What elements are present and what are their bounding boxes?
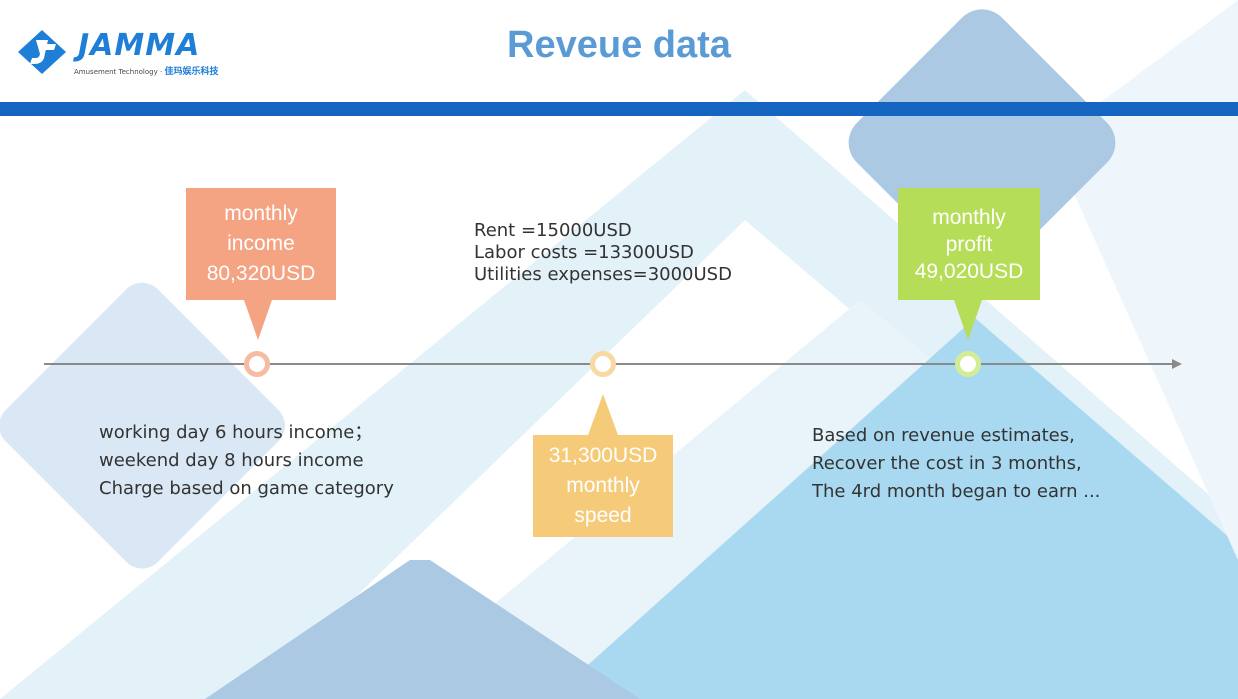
profit-note: Based on revenue estimates, [812, 425, 1075, 446]
timeline-arrowhead [1172, 359, 1182, 369]
jamma-logo-icon [18, 30, 66, 74]
profit-callout-pointer [954, 300, 982, 340]
speed-callout-line: speed [574, 504, 632, 527]
cost-list: Rent =15000USD Labor costs =13300USD Uti… [474, 220, 732, 286]
profit-node [955, 351, 981, 377]
speed-callout-line: monthly [566, 474, 640, 497]
income-node [244, 351, 270, 377]
header-bar [0, 102, 1238, 116]
income-note: Charge based on game category [99, 478, 394, 499]
speed-node [590, 351, 616, 377]
income-callout-pointer [244, 300, 272, 340]
logo-subtitle-cn: 佳玛娱乐科技 [164, 67, 219, 77]
income-notes: working day 6 hours income； weekend day … [99, 419, 394, 503]
logo-wordmark: JAMMA [78, 28, 201, 63]
cost-item: Utilities expenses=3000USD [474, 264, 732, 285]
income-note: working day 6 hours income； [99, 422, 373, 443]
income-callout-line: income [227, 232, 295, 255]
speed-callout-line: 31,300USD [548, 444, 658, 467]
profit-note: Recover the cost in 3 months, [812, 453, 1082, 474]
profit-callout-line: 49,020USD [914, 259, 1024, 283]
cost-item: Rent =15000USD [474, 220, 632, 241]
profit-callout-line: profit [945, 232, 993, 256]
profit-notes: Based on revenue estimates, Recover the … [812, 422, 1100, 506]
speed-callout-pointer [588, 394, 618, 435]
jamma-logo: JAMMA Amusement Technology · 佳玛娱乐科技 [14, 24, 234, 80]
income-note: weekend day 8 hours income [99, 450, 364, 471]
cost-item: Labor costs =13300USD [474, 242, 694, 263]
page-title: Reveue data [507, 24, 731, 66]
profit-callout: monthly profit 49,020USD [898, 188, 1040, 300]
logo-subtitle: Amusement Technology · 佳玛娱乐科技 [74, 64, 218, 77]
profit-note: The 4rd month began to earn ... [812, 481, 1101, 502]
income-callout-line: monthly [224, 202, 298, 225]
speed-callout: 31,300USD monthly speed [533, 435, 673, 537]
income-callout: monthly income 80,320USD [186, 188, 336, 300]
profit-callout-line: monthly [932, 205, 1006, 229]
income-callout-line: 80,320USD [206, 262, 316, 285]
logo-subtitle-en: Amusement Technology · [74, 68, 163, 76]
